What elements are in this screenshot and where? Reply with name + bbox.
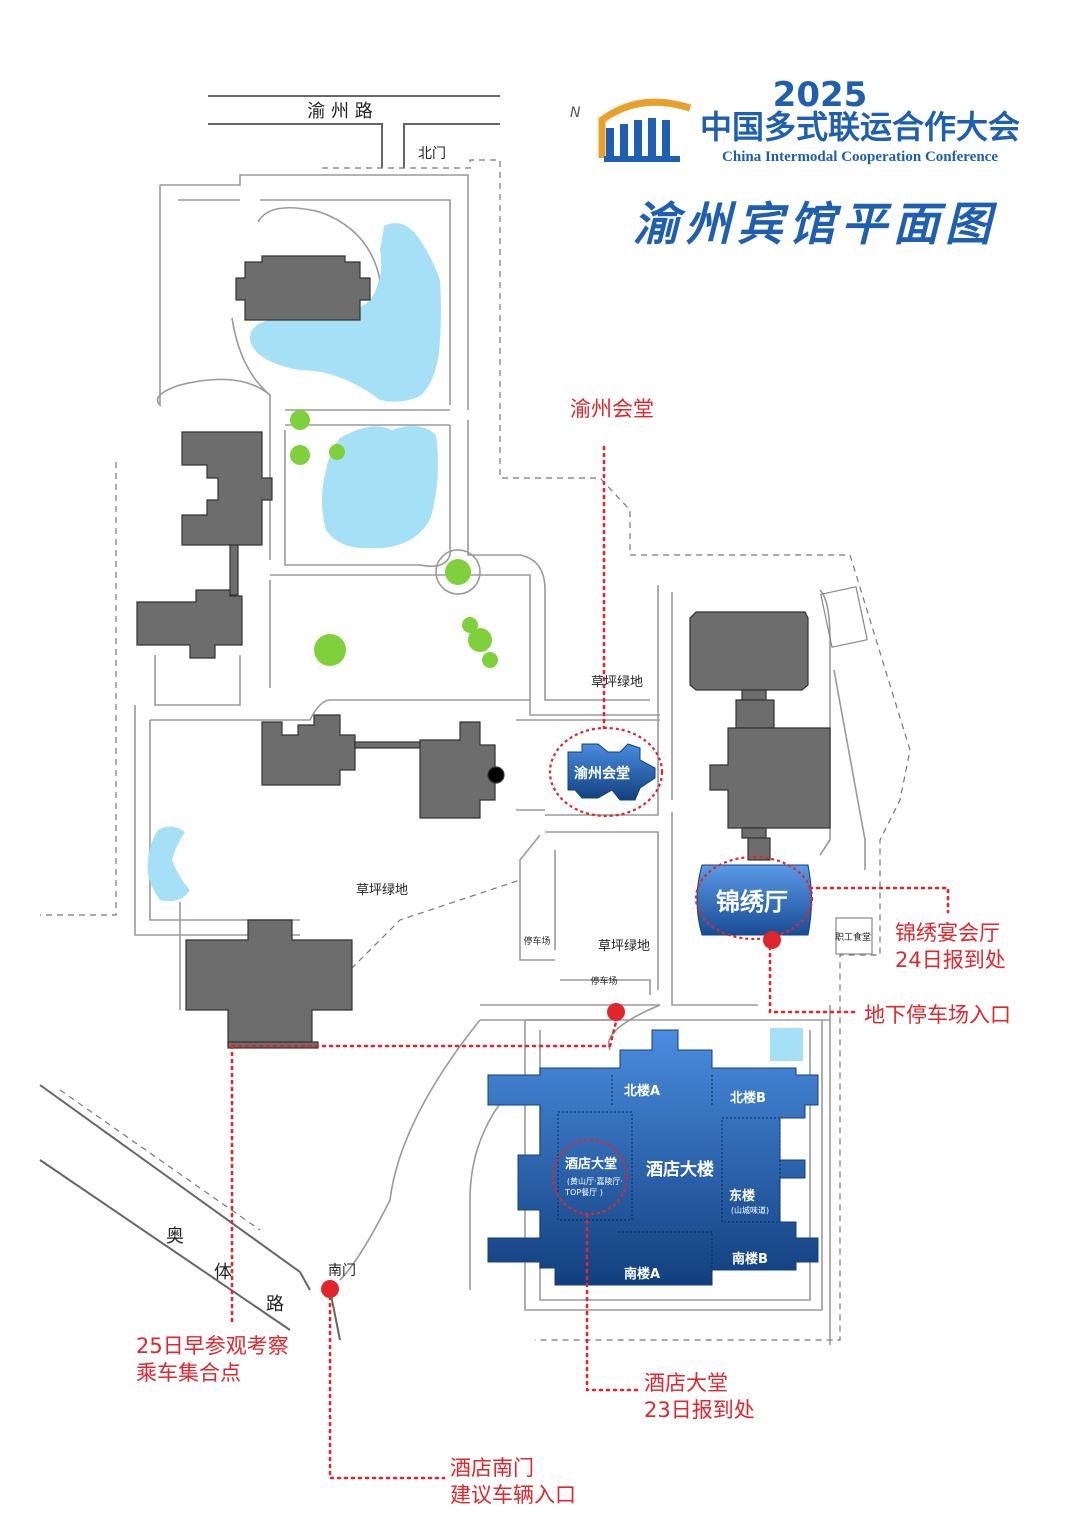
road-label-aoti-1: 奥 (166, 1226, 184, 1247)
highlight-rings (548, 726, 814, 1216)
north-lake (249, 223, 441, 402)
callout-yuzhou-hall: 渝州会堂 (570, 397, 654, 421)
lobby-label: 酒店大堂 (565, 1156, 617, 1172)
hotel-complex (487, 1029, 819, 1286)
lawn-label-1: 草坪绿地 (591, 675, 643, 690)
pool (770, 1028, 803, 1061)
conference-logo: 2025 中国多式联运合作大会 China Intermodal Coopera… (598, 75, 1020, 165)
parking-label-1: 停车场 (523, 935, 550, 947)
lawn-label-3: 草坪绿地 (598, 939, 650, 954)
road-label-aoti-3: 路 (266, 1294, 284, 1315)
callout-assembly-2: 乘车集合点 (136, 1361, 241, 1385)
yuzhou-hall-label: 渝州会堂 (574, 765, 630, 782)
lobby-sub-label-1: (黄山厅·嘉陵厅· (567, 1176, 623, 1186)
staff-canteen-label: 职工食堂 (835, 931, 871, 943)
building-east-mid (709, 727, 831, 829)
callout-underground-parking: 地下停车场入口 (864, 1003, 1011, 1027)
south-gate-marker-icon (321, 1280, 339, 1298)
location-markers (321, 931, 781, 1298)
north-arrow-icon: N (570, 105, 581, 121)
east-building-sub-label: (山城味道) (731, 1205, 769, 1215)
conference-name-en: China Intermodal Cooperation Conference (722, 149, 998, 165)
building-north (235, 255, 371, 321)
jinxiu-hall-building (696, 864, 812, 936)
staff-canteen-building (835, 917, 873, 955)
callout-lobby-2: 23日报到处 (644, 1398, 755, 1422)
south-lake (322, 426, 438, 549)
callout-jinxiu-1: 锦绣宴会厅 (895, 921, 1000, 945)
north-b-label: 北楼B (730, 1090, 766, 1106)
south-b-label: 南楼B (732, 1251, 768, 1267)
underground-parking-marker-icon (763, 931, 781, 949)
building-east-top (689, 611, 809, 691)
leader-lines (230, 445, 950, 1480)
building-west-upper (181, 431, 273, 546)
north-gate-label: 北门 (418, 146, 446, 162)
road-label-aoti-2: 体 (214, 1262, 232, 1283)
assembly-point-marker-icon (607, 1003, 625, 1021)
hotel-subdivisions (557, 1075, 781, 1285)
trees (290, 410, 498, 668)
callouts: 渝州会堂 锦绣宴会厅 24日报到处 地下停车场入口 25日早参观考察 乘车集合点… (136, 397, 1011, 1507)
road-label-yuzhou: 渝 州 路 (307, 101, 372, 122)
logo-emblem-icon (598, 98, 692, 162)
north-a-label: 北楼A (624, 1083, 660, 1099)
callout-assembly-1: 25日早参观考察 (136, 1334, 289, 1358)
site-boundary (40, 159, 911, 1341)
lobby-sub-label-2: TOP餐厅 ) (564, 1188, 603, 1197)
callout-south-gate-2: 建议车辆入口 (450, 1483, 576, 1507)
callout-jinxiu-2: 24日报到处 (895, 948, 1006, 972)
building-central-west (261, 714, 356, 786)
conference-name-cn: 中国多式联运合作大会 (700, 108, 1020, 146)
map-title: 渝州宾馆平面图 (633, 197, 998, 251)
building-central-east (419, 721, 496, 819)
west-pond (147, 826, 190, 902)
gray-buildings (136, 255, 831, 1049)
east-building-label: 东楼 (729, 1188, 755, 1204)
callout-lobby-1: 酒店大堂 (644, 1371, 728, 1395)
parking-label-2: 停车场 (590, 975, 617, 987)
logo-year: 2025 (773, 75, 868, 115)
east-annex (820, 586, 868, 648)
callout-south-gate-1: 酒店南门 (450, 1456, 534, 1480)
yuzhou-hall-building (567, 743, 656, 801)
lawn-label-2: 草坪绿地 (356, 883, 408, 898)
jinxiu-hall-label: 锦绣厅 (716, 888, 788, 916)
south-gate-label: 南门 (328, 1263, 356, 1279)
building-west-lower (136, 589, 243, 659)
building-southwest (185, 919, 353, 1046)
south-a-label: 南楼A (624, 1266, 660, 1282)
roads-layer (39, 95, 500, 1341)
hotel-main-label: 酒店大楼 (646, 1159, 714, 1180)
